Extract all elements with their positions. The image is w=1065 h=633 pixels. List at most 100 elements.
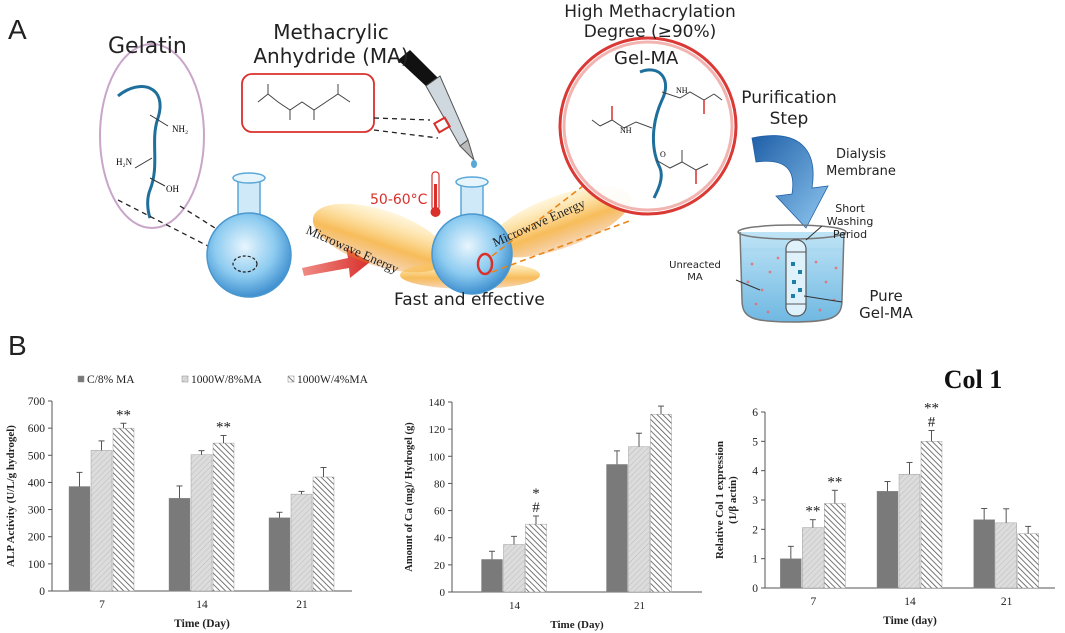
temperature-label: 50-60°C xyxy=(370,192,428,208)
oh-group-label: OH xyxy=(166,184,179,194)
bar xyxy=(973,519,995,589)
bar xyxy=(68,486,91,592)
x-axis-label: Time (day) xyxy=(883,615,937,627)
bar xyxy=(525,523,547,593)
significance-label: ** xyxy=(116,407,131,423)
significance-label: ** xyxy=(827,474,842,490)
legend-swatch xyxy=(287,375,295,383)
bar xyxy=(920,441,943,589)
x-tick-label: 21 xyxy=(1001,596,1013,608)
flask-icon xyxy=(206,172,292,298)
x-tick-label: 14 xyxy=(196,599,208,611)
y-tick-label: 80 xyxy=(434,478,446,490)
y-tick-label: 140 xyxy=(429,397,446,409)
y-tick-label: 0 xyxy=(39,586,45,598)
gelatin-oval xyxy=(99,43,205,229)
y-tick-label: 0 xyxy=(440,587,446,599)
y-tick-label: 120 xyxy=(429,424,446,436)
bar xyxy=(1017,533,1039,589)
y-tick-label: 6 xyxy=(752,407,758,419)
pure-gelma-label: Pure Gel-MA xyxy=(859,287,913,322)
bar xyxy=(168,497,191,592)
gelma-o: O xyxy=(660,150,666,159)
bar xyxy=(898,473,921,589)
y-tick-label: 500 xyxy=(28,450,46,462)
y-tick-label: 100 xyxy=(429,451,446,463)
fast-effective-label: Fast and effective xyxy=(394,290,545,310)
bar xyxy=(90,450,113,592)
bar xyxy=(290,493,313,592)
x-tick-label: 7 xyxy=(810,596,816,608)
gelma-nh-top: NH xyxy=(676,86,688,95)
x-tick-label: 21 xyxy=(634,600,645,612)
y-tick-label: 0 xyxy=(752,583,758,595)
bar xyxy=(190,454,213,592)
bar xyxy=(650,414,672,593)
nh2-group-label: NH₂ xyxy=(172,124,189,134)
y-tick-label: 600 xyxy=(28,423,46,435)
panel-letter-a: A xyxy=(8,14,27,45)
significance-label: ** xyxy=(805,504,820,520)
x-tick-label: 7 xyxy=(99,599,105,611)
legend-label: C/8% MA xyxy=(87,374,135,386)
y-tick-label: 1 xyxy=(752,554,758,566)
y-tick-label: 20 xyxy=(434,560,446,572)
x-tick-label: 14 xyxy=(509,600,521,612)
bar xyxy=(876,490,899,589)
x-axis-label: Time (Day) xyxy=(550,619,604,631)
bar xyxy=(212,442,235,592)
y-tick-label: 300 xyxy=(28,505,46,517)
y-axis-label: (1/β actin) xyxy=(727,476,739,524)
y-axis-label: Relative Col 1 expression xyxy=(714,441,726,559)
dialysis-label: Dialysis Membrane xyxy=(826,147,896,179)
significance-label: # xyxy=(928,414,936,430)
dialysis-bag-icon xyxy=(785,239,807,317)
bar xyxy=(628,446,650,593)
x-axis-label: Time (Day) xyxy=(174,618,230,630)
y-tick-label: 3 xyxy=(752,495,758,507)
y-tick-label: 40 xyxy=(434,533,446,545)
gelatin-label: Gelatin xyxy=(108,34,187,59)
purification-arrow-icon xyxy=(751,135,829,229)
bar xyxy=(268,517,291,592)
bar xyxy=(606,464,628,593)
y-tick-label: 4 xyxy=(752,466,758,478)
gelma-label: Gel-MA xyxy=(614,48,679,69)
bar xyxy=(112,427,135,592)
y-tick-label: 200 xyxy=(28,532,46,544)
dropper-icon xyxy=(398,50,477,168)
y-axis-label: ALP Activity (U/L/g hydrogel) xyxy=(5,425,17,567)
y-tick-label: 100 xyxy=(28,559,46,571)
bar xyxy=(824,503,846,589)
bar xyxy=(780,558,802,589)
bar xyxy=(995,522,1017,589)
significance-label: * xyxy=(532,486,540,502)
y-tick-label: 2 xyxy=(752,524,758,536)
washing-label: Short Washing Period xyxy=(826,202,874,241)
unreacted-label: Unreacted MA xyxy=(669,260,721,283)
h2n-group-label: H₂N xyxy=(116,157,133,167)
y-tick-label: 60 xyxy=(434,506,446,518)
gelma-nh-left: NH xyxy=(620,126,632,135)
bar xyxy=(312,476,335,592)
degree-title: High Methacrylation Degree (≥90%) xyxy=(564,2,736,42)
bar xyxy=(481,559,503,593)
purification-label: Purification Step xyxy=(741,88,837,129)
y-tick-label: 700 xyxy=(28,396,46,408)
legend-label: 1000W/4%MA xyxy=(297,374,369,386)
panel-letter-b: B xyxy=(8,330,27,361)
legend-swatch xyxy=(181,375,189,383)
x-tick-label: 14 xyxy=(904,596,916,608)
thermometer-icon xyxy=(430,171,441,217)
y-axis-label: Amount of Ca (mg)/ Hydrogel (g) xyxy=(404,422,415,572)
synthesis-scheme xyxy=(99,36,847,323)
y-tick-label: 5 xyxy=(752,436,758,448)
bar xyxy=(503,544,525,593)
bar xyxy=(802,527,824,589)
flask-icon xyxy=(431,176,513,295)
legend-label: 1000W/8%MA xyxy=(191,374,263,386)
x-tick-label: 21 xyxy=(296,599,308,611)
significance-label: ** xyxy=(216,419,231,435)
